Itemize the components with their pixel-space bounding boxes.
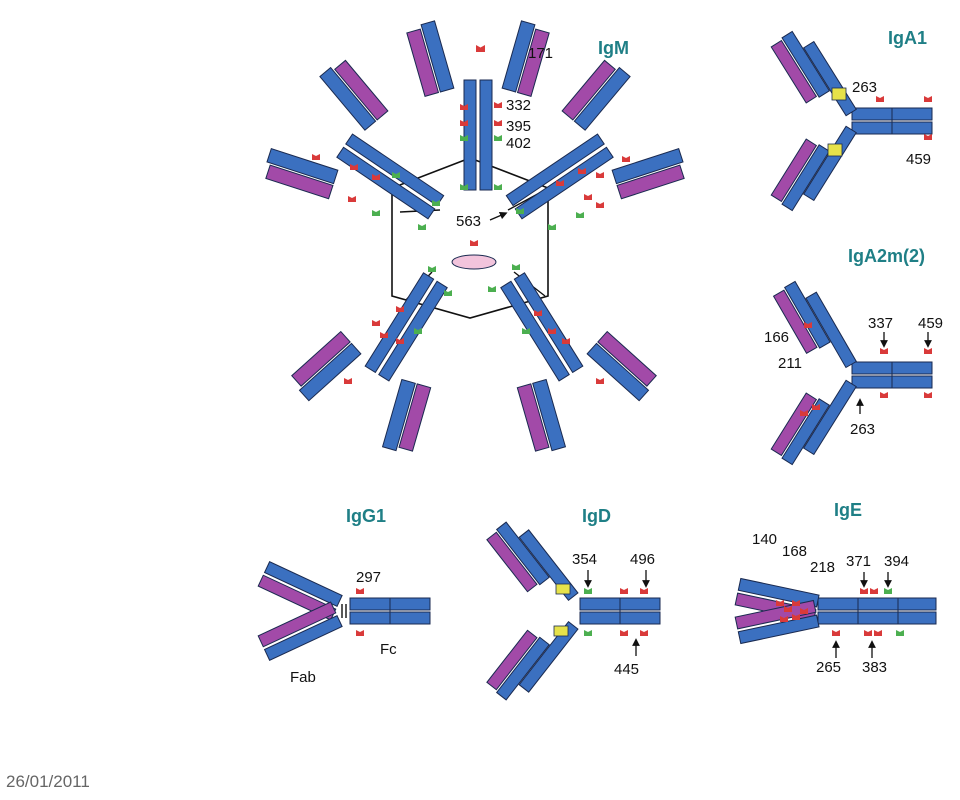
igm-j-chain-glycan [470,240,478,246]
igm-monomer-lower-left [291,272,448,452]
igm-pentamer: IgM 171 332 395 402 563 [265,20,685,452]
igm-monomer-lower-right [500,272,657,452]
igd-title: IgD [582,506,611,526]
igm-monomer-upper-left [265,59,445,220]
igg1-molecule: IgG1 297 Fab Fc [257,506,431,686]
igm-site-402: 402 [506,135,531,152]
igg1-title: IgG1 [346,506,386,526]
ige-site-140: 140 [752,531,777,548]
iga2-title: IgA2m(2) [848,246,925,266]
iga2-site-337: 337 [868,315,893,332]
igm-j-chain [451,254,497,270]
igm-site-332: 332 [506,97,531,114]
iga2-site-459: 459 [918,315,943,332]
iga1-title: IgA1 [888,28,927,48]
ige-site-383: 383 [862,659,887,676]
igm-glycans [312,45,630,384]
igd-site-354: 354 [572,551,597,568]
igg1-fab-label: Fab [290,669,316,686]
ige-site-265: 265 [816,659,841,676]
iga1-hinge-o-glycans [827,87,847,157]
footer-date: 26/01/2011 [6,772,90,791]
iga1-molecule: IgA1 263 459 [770,28,933,212]
ige-site-394: 394 [884,553,909,570]
igg1-site-297: 297 [356,569,381,586]
igd-molecule: IgD 354 496 445 [486,506,661,701]
ige-glycan-cluster [776,600,808,622]
iga2-site-211: 211 [778,355,802,372]
iga2-molecule: IgA2m(2) 166 211 337 459 263 [764,246,943,466]
igg1-fc-label: Fc [380,641,397,658]
iga1-site-459: 459 [906,151,931,168]
igm-title: IgM [598,38,629,58]
iga2-site-263: 263 [850,421,875,438]
ige-site-218: 218 [810,559,835,576]
iga2-site-166: 166 [764,329,789,346]
ige-title: IgE [834,500,862,520]
ige-site-168: 168 [782,543,807,560]
iga1-site-263: 263 [852,79,877,96]
igd-site-445: 445 [614,661,639,678]
igm-site-171: 171 [528,45,553,62]
igm-site-395: 395 [506,118,531,135]
igd-site-496: 496 [630,551,655,568]
ige-molecule: IgE 140 168 218 371 394 265 383 [734,500,937,676]
igm-site-563: 563 [456,213,481,230]
ige-site-371: 371 [846,553,871,570]
